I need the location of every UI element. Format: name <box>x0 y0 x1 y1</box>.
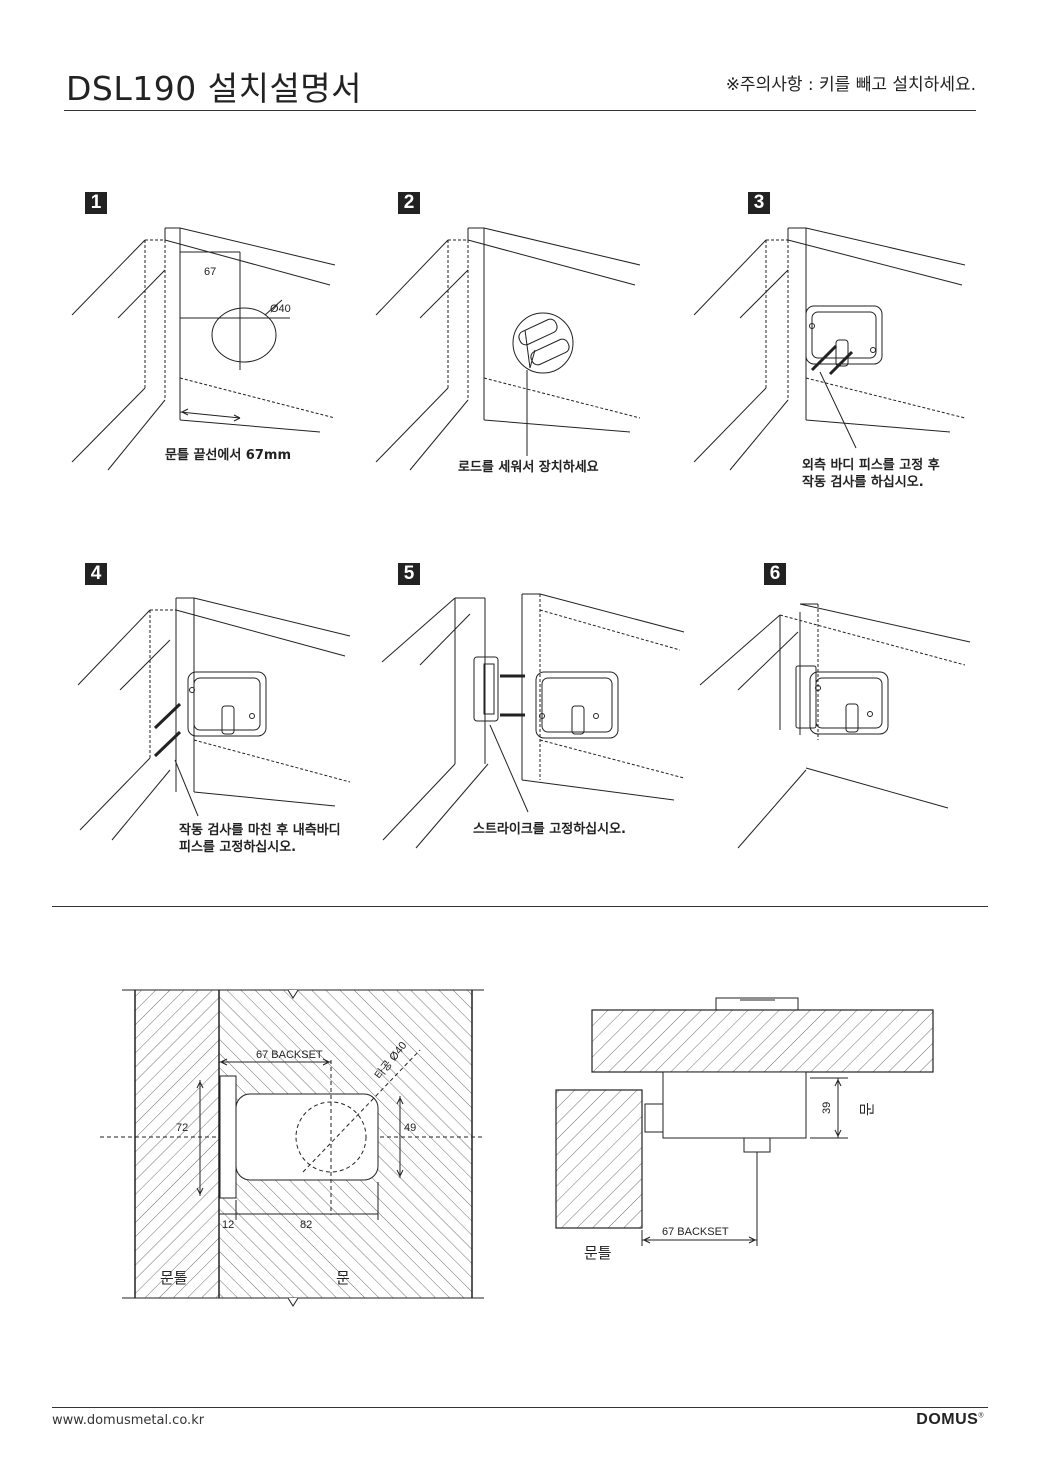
step-5-caption: 스트라이크를 고정하십시오. <box>473 822 626 837</box>
top-door-label: 문 <box>858 1102 876 1116</box>
notice-text: ※주의사항 : 키를 빼고 설치하세요. <box>725 75 976 95</box>
front-strike-label: 12 <box>222 1219 234 1231</box>
page-title: DSL190 설치설명서 <box>66 69 363 108</box>
step-1-backset-label: 67 <box>204 266 216 278</box>
step-1-number: 1 <box>85 192 107 214</box>
domus-logo: DOMUS® <box>916 1411 984 1428</box>
step-4-drawing <box>77 597 351 841</box>
step-1-hole-label: Ø40 <box>270 303 291 315</box>
top-view-drawing: 39 문 67 BACKSET 문틀 <box>555 997 934 1262</box>
front-view-drawing: 67 BACKSET 타공 Ø40 72 49 12 82 문틀 문 <box>100 989 484 1307</box>
step-3-drawing <box>693 227 966 471</box>
footer-url[interactable]: www.domusmetal.co.kr <box>52 1413 205 1428</box>
front-height-label: 72 <box>176 1122 188 1134</box>
step-1-drawing <box>71 227 336 471</box>
front-body-height-label: 49 <box>404 1122 416 1134</box>
header-divider <box>64 110 976 111</box>
front-frame-label: 문틀 <box>160 1269 188 1287</box>
step-1-caption: 문틀 끝선에서 67mm <box>165 448 291 463</box>
step-5-drawing <box>381 593 685 849</box>
step-3-number: 3 <box>748 192 770 214</box>
step-4-caption: 작동 검사를 마친 후 내측바디 피스를 고정하십시오. <box>179 823 341 855</box>
step-6-number: 6 <box>764 563 786 585</box>
step-2-drawing <box>375 227 641 471</box>
section-divider <box>52 906 988 907</box>
technical-drawings: 67 BACKSET 타공 Ø40 72 49 12 82 문틀 문 39 문 … <box>100 989 934 1307</box>
step-2-caption: 로드를 세워서 장치하세요 <box>458 460 599 475</box>
front-door-label: 문 <box>336 1269 350 1287</box>
top-backset-label: 67 BACKSET <box>662 1226 729 1238</box>
top-thickness-label: 39 <box>821 1102 833 1114</box>
step-6-drawing <box>699 603 971 849</box>
step-5-number: 5 <box>398 563 420 585</box>
installation-steps-illustration: 67 Ø40 <box>71 227 971 849</box>
step-2-number: 2 <box>398 192 420 214</box>
front-backset-label: 67 BACKSET <box>256 1049 323 1061</box>
front-body-width-label: 82 <box>300 1219 312 1231</box>
step-3-caption: 외측 바디 피스를 고정 후 작동 검사를 하십시오. <box>802 458 940 490</box>
top-frame-label: 문틀 <box>584 1244 612 1262</box>
step-4-number: 4 <box>85 563 107 585</box>
footer-divider <box>52 1407 988 1408</box>
